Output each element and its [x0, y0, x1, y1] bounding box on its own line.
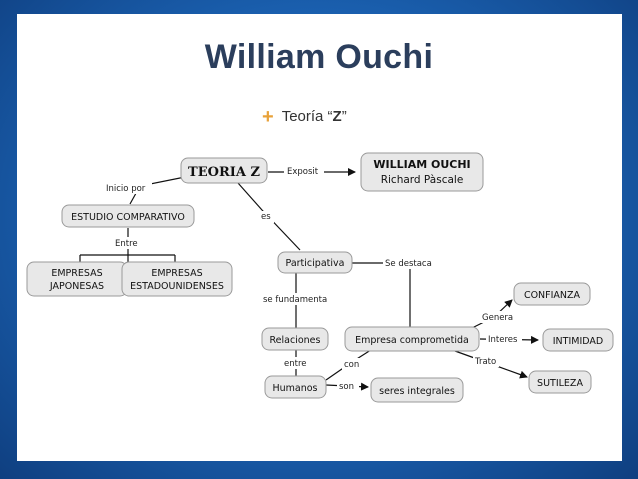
node-empresas-estadounidenses: EMPRESAS ESTADOUNIDENSES — [121, 261, 233, 297]
node-teoria-z: TEORIA Z — [180, 157, 268, 184]
svg-text:TEORIA Z: TEORIA Z — [188, 165, 260, 180]
link-label-se-fundamenta: se fundamenta — [263, 295, 327, 305]
bullet-text-suffix: ” — [341, 108, 347, 125]
svg-text:seres integrales: seres integrales — [379, 386, 455, 397]
link-label-genera: Genera — [482, 313, 513, 323]
svg-text:Empresa comprometida: Empresa comprometida — [355, 335, 469, 346]
slide-title: William Ouchi — [204, 38, 434, 76]
node-empresa-comprometida: Empresa comprometida — [344, 326, 480, 352]
svg-text:Richard Pàscale: Richard Pàscale — [381, 174, 464, 186]
node-seres-integrales: seres integrales — [370, 377, 464, 403]
bullet-text-bold: Z — [332, 108, 342, 125]
node-participativa: Participativa — [277, 251, 353, 274]
svg-text:Participativa: Participativa — [286, 258, 345, 269]
node-confianza: CONFIANZA — [513, 282, 591, 306]
link-label-se-destaca: Se destaca — [385, 259, 432, 269]
bullet-item: + Teoría “Z” — [262, 104, 347, 128]
svg-text:SUTILEZA: SUTILEZA — [537, 378, 583, 389]
link-label-entre-lower: entre — [284, 359, 307, 369]
svg-text:Relaciones: Relaciones — [270, 335, 321, 346]
bullet-text-prefix: Teoría “ — [281, 108, 333, 125]
link-label-entre: Entre — [115, 239, 138, 249]
link-labels: Exposit Inicio por Entre es Se destaca s… — [104, 165, 522, 392]
link-label-interes: Interes — [488, 335, 518, 345]
svg-text:ESTUDIO COMPARATIVO: ESTUDIO COMPARATIVO — [71, 212, 185, 223]
link-label-inicio-por: Inicio por — [106, 184, 146, 194]
node-william-ouchi: WILLIAM OUCHI Richard Pàscale — [360, 152, 484, 192]
svg-text:CONFIANZA: CONFIANZA — [524, 290, 581, 301]
svg-text:JAPONESAS: JAPONESAS — [49, 281, 104, 292]
svg-text:EMPRESAS: EMPRESAS — [51, 268, 102, 279]
link-label-son: son — [339, 382, 354, 392]
node-relaciones: Relaciones — [261, 327, 329, 351]
link-label-exposit: Exposit — [287, 167, 319, 177]
svg-text:WILLIAM OUCHI: WILLIAM OUCHI — [373, 158, 470, 171]
node-humanos: Humanos — [264, 375, 327, 399]
svg-text:EMPRESAS: EMPRESAS — [151, 268, 202, 279]
svg-text:ESTADOUNIDENSES: ESTADOUNIDENSES — [130, 281, 224, 292]
plus-bullet-icon: + — [262, 106, 274, 128]
node-estudio-comparativo: ESTUDIO COMPARATIVO — [61, 204, 195, 228]
svg-text:INTIMIDAD: INTIMIDAD — [553, 336, 603, 347]
link-label-con: con — [344, 360, 359, 370]
node-intimidad: INTIMIDAD — [542, 328, 614, 352]
node-empresas-japonesas: EMPRESAS JAPONESAS — [26, 261, 128, 297]
link-label-es: es — [261, 212, 271, 222]
node-sutileza: SUTILEZA — [528, 370, 592, 394]
svg-text:Humanos: Humanos — [272, 383, 317, 394]
link-label-trato: Trato — [474, 357, 496, 367]
